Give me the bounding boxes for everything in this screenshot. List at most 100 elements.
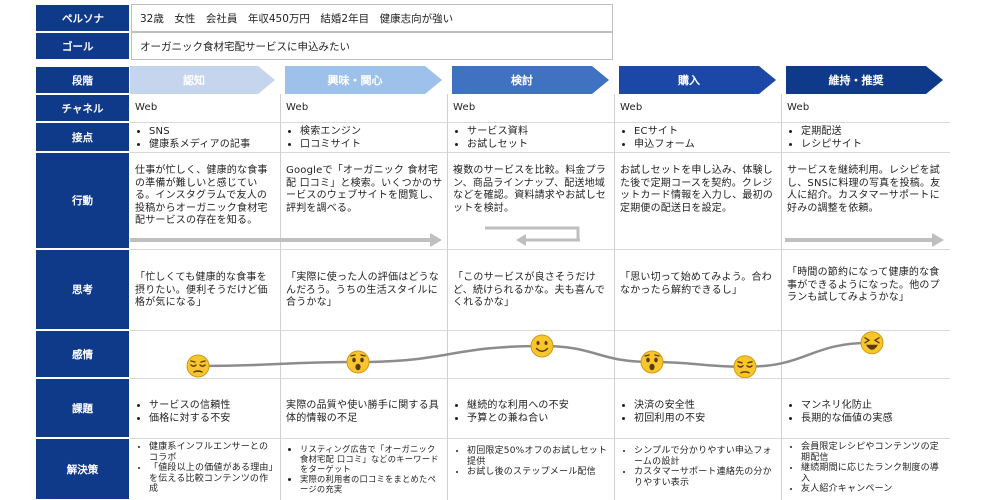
persona-label: ペルソナ — [35, 4, 130, 32]
thought-cell: 「思い切って始めてみよう。合わなかったら解約できるし」 — [620, 272, 772, 296]
list-item: 定期配送 — [801, 126, 944, 139]
stage-label-interest: 興味・関心 — [327, 74, 383, 87]
persona-value: 32歳 女性 会社員 年収450万円 結婚2年目 健康志向が強い — [131, 4, 613, 32]
list-item: お試し後のステップメール配信 — [467, 467, 610, 478]
column-divider — [280, 94, 281, 500]
channel-cell: Web — [135, 102, 158, 113]
list-item: お試しセット — [467, 139, 610, 152]
column-divider — [781, 94, 782, 500]
list-item: 初回限定50%オフのお試しセット提供 — [467, 446, 610, 467]
flow-arrow-head — [430, 233, 442, 247]
column-divider — [614, 94, 615, 500]
goal-value: オーガニック食材宅配サービスに申込みたい — [131, 32, 613, 60]
action-flow-arrows — [130, 226, 944, 247]
touchpoint-cell: SNS健康系メディアの記事 — [130, 124, 280, 151]
list-item: 会員限定レシピやコンテンツの定期配信 — [801, 442, 944, 463]
list-item: ECサイト — [634, 126, 777, 139]
list-item: 健康系メディアの記事 — [149, 139, 276, 152]
list-item: サービス資料 — [467, 126, 610, 139]
solution-cell: 初回限定50%オフのお試しセット提供お試し後のステップメール配信 — [448, 444, 614, 478]
grid-line — [130, 152, 950, 153]
goal-label: ゴール — [35, 32, 130, 60]
row-label-action: 行動 — [35, 152, 130, 249]
list-item: マンネリ化防止 — [801, 400, 944, 413]
list-item: レシピサイト — [801, 139, 944, 152]
pensive-face-icon — [733, 355, 757, 378]
action-cell: Googleで「オーガニック 食材宅配 口コミ」と検索。いくつかのサービスのウェ… — [286, 165, 443, 214]
row-label-solution: 解決策 — [35, 438, 130, 500]
list-item: 友人紹介キャンペーン — [801, 484, 944, 495]
pensive-face-icon — [186, 354, 210, 378]
list-item: 実際の利用者の口コミをまとめたページの充実 — [300, 474, 443, 494]
list-item: リスティング広告で「オーガニック 食材宅配 口コミ」などのキーワードをターゲット — [300, 444, 443, 474]
astonished-face-icon — [640, 350, 664, 374]
touchpoint-cell: サービス資料お試しセット — [448, 124, 614, 151]
list-item: SNS — [149, 126, 276, 139]
laughing-face-icon — [860, 331, 884, 355]
list-item: カスタマーサポート連絡先の分かりやすい表示 — [634, 467, 777, 488]
touchpoint-cell: ECサイト申込フォーム — [615, 124, 781, 151]
row-label-channel: チャネル — [35, 94, 130, 122]
channel-cell: Web — [787, 102, 810, 113]
row-label-touchpoint: 接点 — [35, 122, 130, 152]
stage-arrows — [130, 66, 943, 94]
thought-cell: 「このサービスが良さそうだけど、続けられるかな。夫も喜んでくれるかな」 — [453, 272, 605, 308]
stage-arrow-interest — [285, 66, 442, 94]
thought-cell: 「忙しくても健康的な食事を摂りたい。便利そうだけど価格が気になる」 — [135, 272, 268, 308]
emotion-curve — [186, 331, 884, 378]
grid-line — [130, 249, 950, 250]
list-item: 「値段以上の価値がある理由」を伝える比較コンテンツの作成 — [149, 463, 276, 495]
channel-cell: Web — [620, 102, 643, 113]
grid-line — [130, 438, 950, 439]
solution-cell: 会員限定レシピやコンテンツの定期配信継続期間に応じたランク制度の導入友人紹介キャ… — [782, 440, 948, 495]
channel-cell: Web — [286, 102, 309, 113]
action-cell: 複数のサービスを比較。料金プラン、商品ラインナップ、配送地域などを確認。資料請求… — [453, 165, 606, 214]
list-item: 検索エンジン — [300, 126, 443, 139]
solution-cell: リスティング広告で「オーガニック 食材宅配 口コミ」などのキーワードをターゲット… — [281, 442, 447, 494]
loop-arrow-head — [516, 234, 526, 246]
stage-label-retention: 維持・推奨 — [828, 74, 884, 87]
list-item: 申込フォーム — [634, 139, 777, 152]
list-item: 長期的な価値の実感 — [801, 413, 944, 426]
astonished-face-icon — [346, 350, 370, 374]
list-item: 健康系インフルエンサーとのコラボ — [149, 442, 276, 463]
stage-label-consideration: 検討 — [511, 74, 533, 87]
action-cell: 仕事が忙しく、健康的な食事の準備が難しいと感じている。インスタグラムで友人の投稿… — [135, 165, 268, 226]
row-label-stage: 段階 — [35, 66, 130, 94]
list-item: サービスの信頼性 — [149, 400, 276, 413]
stage-arrow-retention — [786, 66, 943, 94]
list-item: 決済の安全性 — [634, 400, 777, 413]
emotion-line — [197, 341, 873, 369]
solution-cell: 健康系インフルエンサーとのコラボ「値段以上の価値がある理由」を伝える比較コンテン… — [130, 440, 280, 495]
thought-cell: 「時間の節約になって健康的な食事ができるようになった。他のプランも試してみようか… — [787, 267, 940, 303]
flow-arrow-head — [932, 233, 944, 247]
row-label-issue: 課題 — [35, 378, 130, 438]
issue-cell: 継続的な利用への不安予算との兼ね合い — [448, 398, 614, 425]
column-divider — [447, 94, 448, 500]
channel-cell: Web — [453, 102, 476, 113]
action-cell: サービスを継続利用。レシピを試し、SNSに料理の写真を投稿。友人に紹介。カスタマ… — [787, 165, 941, 214]
solution-cell: シンプルで分かりやすい申込フォームの設計カスタマーサポート連絡先の分かりやすい表… — [615, 444, 781, 488]
smiling-face-icon — [530, 334, 554, 358]
list-item: 口コミサイト — [300, 139, 443, 152]
grid-line — [130, 378, 950, 379]
stage-arrow-purchase — [619, 66, 776, 94]
action-cell: お試しセットを申し込み、体験した後で定期コースを契約。クレジットカード情報を入力… — [620, 165, 773, 214]
list-item: 初回利用の不安 — [634, 413, 777, 426]
grid-line — [130, 330, 950, 331]
issue-cell: マンネリ化防止長期的な価値の実感 — [782, 398, 948, 425]
grid-line — [130, 122, 950, 123]
issue-cell: 決済の安全性初回利用の不安 — [615, 398, 781, 425]
touchpoint-cell: 定期配送レシピサイト — [782, 124, 948, 151]
issue-cell: 実際の品質や使い勝手に関する具体的情報の不足 — [286, 400, 439, 424]
list-item: 継続期間に応じたランク制度の導入 — [801, 463, 944, 484]
list-item: 予算との兼ね合い — [467, 413, 610, 426]
loop-arrow — [485, 226, 580, 240]
list-item: 価格に対する不安 — [149, 413, 276, 426]
stage-arrow-awareness — [130, 66, 275, 94]
stage-label-awareness: 認知 — [183, 74, 205, 87]
row-label-emotion: 感情 — [35, 330, 130, 378]
thought-cell: 「実際に使った人の評価はどうなんだろう。うちの生活スタイルに合うかな」 — [286, 272, 439, 308]
touchpoint-cell: 検索エンジン口コミサイト — [281, 124, 447, 151]
stage-arrow-consideration — [452, 66, 609, 94]
